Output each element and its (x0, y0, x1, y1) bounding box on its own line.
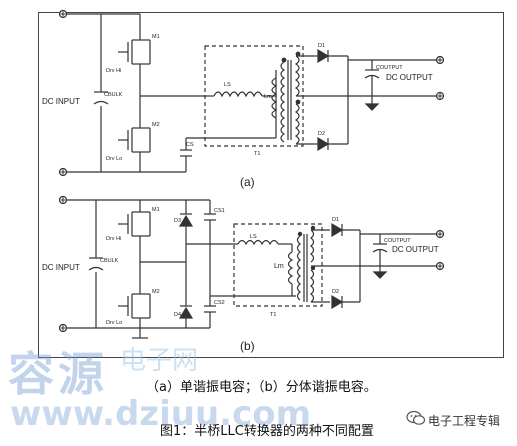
a-coutput-label: COUTPUT (376, 65, 403, 71)
b-m2-label: M2 (152, 289, 160, 295)
a-cbulk-label: CBULK (104, 92, 123, 98)
b-t1-label: T1 (270, 312, 276, 318)
a-cs-label: CS (186, 142, 194, 148)
b-cs2-label: CS2 (214, 300, 225, 306)
b-cbulk-label: CBULK (100, 258, 119, 264)
a-ls-label: LS (224, 82, 231, 88)
b-d3-label: D3 (174, 218, 181, 224)
b-lm-label: Lm (274, 263, 284, 270)
circuit-b (63, 199, 440, 339)
figure-frame (38, 12, 504, 358)
a-input-label: DC INPUT (42, 97, 80, 106)
a-panel-label: (a) (240, 175, 255, 189)
a-drv-hi-label: Drv Hi (106, 68, 121, 74)
figure-caption-title: 图1：半桥LLC转换器的两种不同配置 (160, 424, 374, 439)
b-d2-label: D2 (332, 289, 339, 295)
watermark-sub-text: 电子网 (120, 346, 199, 376)
b-d4-label: D4 (174, 312, 181, 318)
circuit-a (63, 13, 440, 173)
b-drv-lo-label: Drv Lo (106, 320, 122, 326)
b-coutput-label: COUTPUT (384, 238, 411, 244)
a-t1-label: T1 (254, 151, 260, 157)
b-m1-label: M1 (152, 207, 160, 213)
b-d1-label: D1 (332, 217, 339, 223)
wechat-account-label: 电子工程专辑 (428, 414, 501, 428)
a-drv-lo-label: Drv Lo (106, 156, 122, 162)
b-ls-label: LS (250, 234, 257, 240)
a-d2-label: D2 (318, 131, 325, 137)
b-panel-label: (b) (240, 339, 255, 353)
figure-caption-subtitle: （a）单谐振电容；（b）分体谐振电容。 (146, 380, 377, 395)
a-d1-label: D1 (318, 43, 325, 49)
b-output-label: DC OUTPUT (392, 245, 439, 254)
a-m2-label: M2 (152, 122, 160, 128)
a-lm-label: Lm (264, 94, 272, 100)
b-drv-hi-label: Drv Hi (106, 236, 121, 242)
b-cs1-label: CS1 (214, 208, 225, 214)
a-output-label: DC OUTPUT (386, 73, 433, 82)
watermark-url: www.dziuu.com (10, 394, 312, 434)
wechat-icon (406, 410, 426, 425)
a-m1-label: M1 (152, 34, 160, 40)
b-input-label: DC INPUT (42, 263, 80, 272)
watermark-logo-text: 容源 (8, 347, 108, 401)
